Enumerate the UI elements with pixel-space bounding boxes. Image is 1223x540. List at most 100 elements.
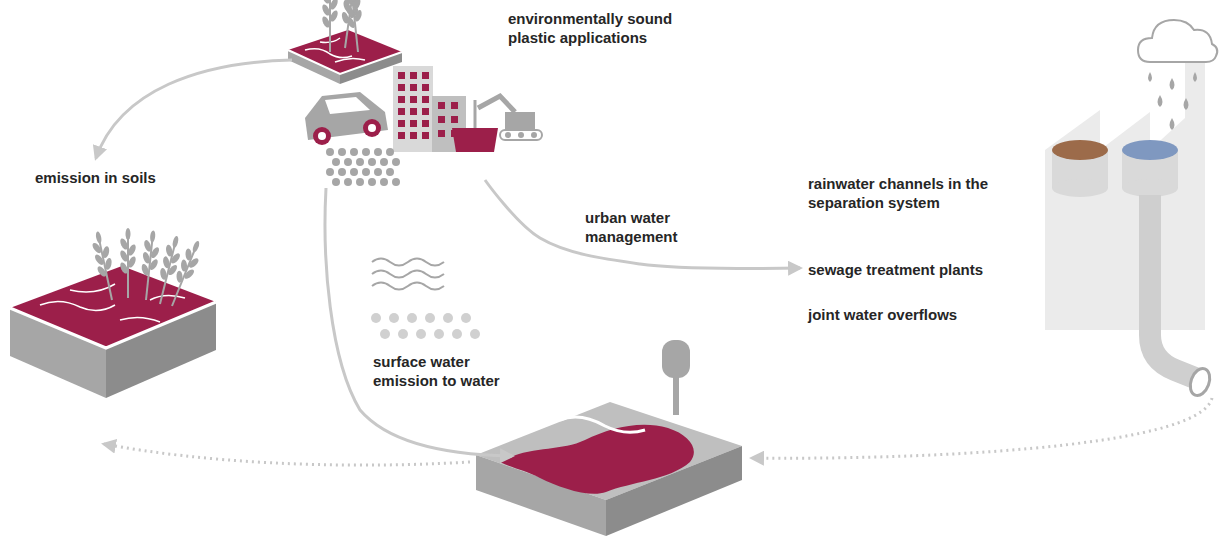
- particle-dots: [443, 313, 453, 323]
- buildings: [410, 120, 417, 127]
- treatment-plant: [1187, 366, 1213, 398]
- river-landscape: [673, 372, 679, 415]
- buildings: [398, 72, 458, 139]
- buildings: [438, 116, 445, 123]
- particle-dots: [398, 329, 408, 339]
- car: [313, 127, 331, 145]
- particle-dots: [368, 178, 376, 186]
- particle-dots: [386, 168, 394, 176]
- container-and-excavator: [452, 128, 498, 152]
- river-landscape: [476, 340, 742, 536]
- flow-label: emission to water: [373, 371, 543, 390]
- flow-arrows: [325, 188, 512, 456]
- source-field: [288, 50, 402, 74]
- buildings: [422, 120, 429, 127]
- car: [305, 92, 388, 145]
- rain-cloud: [1184, 98, 1189, 110]
- treatment-plant: [1122, 179, 1178, 197]
- buildings: [410, 108, 417, 115]
- treatment-plant: [1122, 140, 1178, 160]
- car: [318, 132, 326, 140]
- particle-dots: [338, 168, 346, 176]
- buildings: [393, 66, 433, 152]
- treatment-plant: [1150, 195, 1195, 378]
- water-label: surface water: [373, 352, 543, 371]
- container-and-excavator: [478, 96, 515, 112]
- particle-dots: [371, 313, 480, 339]
- container-and-excavator: [531, 132, 537, 138]
- container-and-excavator: [452, 96, 542, 152]
- particle-dots: [338, 148, 346, 156]
- rain-cloud: [1138, 20, 1217, 130]
- buildings: [422, 108, 429, 115]
- particle-dots: [461, 313, 471, 323]
- flow-arrows: [96, 60, 292, 158]
- particle-dots: [371, 313, 381, 323]
- particle-dots: [452, 329, 462, 339]
- flow-label: emission in soils: [35, 168, 205, 187]
- container-and-excavator: [505, 132, 511, 138]
- soil-field: [106, 302, 216, 398]
- treatment-plant: [1045, 60, 1205, 330]
- source-field: [321, 0, 340, 52]
- source-field: [288, 0, 402, 84]
- rain-cloud: [1158, 95, 1163, 107]
- particle-dots: [374, 168, 382, 176]
- source-field: [341, 0, 367, 53]
- soil-field: [10, 308, 106, 398]
- container-and-excavator: [505, 112, 535, 130]
- treatment-plant: [1045, 60, 1213, 398]
- particle-dots: [368, 158, 376, 166]
- rain-cloud: [1170, 118, 1175, 130]
- buildings: [422, 72, 429, 79]
- buildings: [398, 120, 405, 127]
- particle-dots: [416, 329, 426, 339]
- edge-label: urban water management: [585, 208, 710, 246]
- particle-dots: [350, 168, 358, 176]
- rain-cloud: [1193, 72, 1197, 82]
- node-text: environmentally sound plastic applicatio…: [508, 9, 693, 47]
- particle-dots: [434, 329, 444, 339]
- soil-field: [10, 302, 216, 348]
- treatment-node: rainwater channels in the separation sys…: [800, 170, 1044, 330]
- particle-dots: [344, 178, 352, 186]
- treatment-plant: [1052, 140, 1108, 160]
- buildings: [438, 130, 445, 137]
- particle-dots: [326, 148, 400, 186]
- particle-dots: [362, 168, 370, 176]
- buildings: [451, 116, 458, 123]
- particle-dots: [326, 168, 334, 176]
- node-text: sewage treatment plants: [808, 260, 1036, 279]
- car: [363, 119, 381, 137]
- rain-cloud: [1138, 20, 1217, 62]
- treatment-plant: [1052, 179, 1108, 197]
- soil-field: [163, 238, 206, 310]
- rain-cloud: [1148, 72, 1197, 130]
- particle-dots: [356, 178, 364, 186]
- particle-dots: [356, 158, 364, 166]
- soil-field: [151, 234, 186, 306]
- particle-dots: [425, 313, 435, 323]
- particle-dots: [362, 148, 370, 156]
- rain-cloud: [1148, 72, 1152, 82]
- water-waves: [372, 259, 444, 290]
- buildings: [398, 84, 405, 91]
- buildings: [398, 108, 405, 115]
- particle-dots: [374, 148, 382, 156]
- particle-dots: [326, 148, 334, 156]
- buildings: [410, 84, 417, 91]
- container-and-excavator: [474, 100, 477, 128]
- particle-dots: [380, 329, 390, 339]
- river-landscape: [662, 340, 690, 378]
- buildings: [410, 72, 417, 79]
- buildings: [410, 132, 417, 139]
- particle-dots: [392, 158, 400, 166]
- node-text: rainwater channels in the separation sys…: [808, 174, 1036, 212]
- buildings: [398, 96, 405, 103]
- rain-cloud: [1170, 78, 1175, 90]
- source-node: environmentally sound plastic applicatio…: [280, 5, 701, 180]
- flow-arrows: [104, 444, 470, 465]
